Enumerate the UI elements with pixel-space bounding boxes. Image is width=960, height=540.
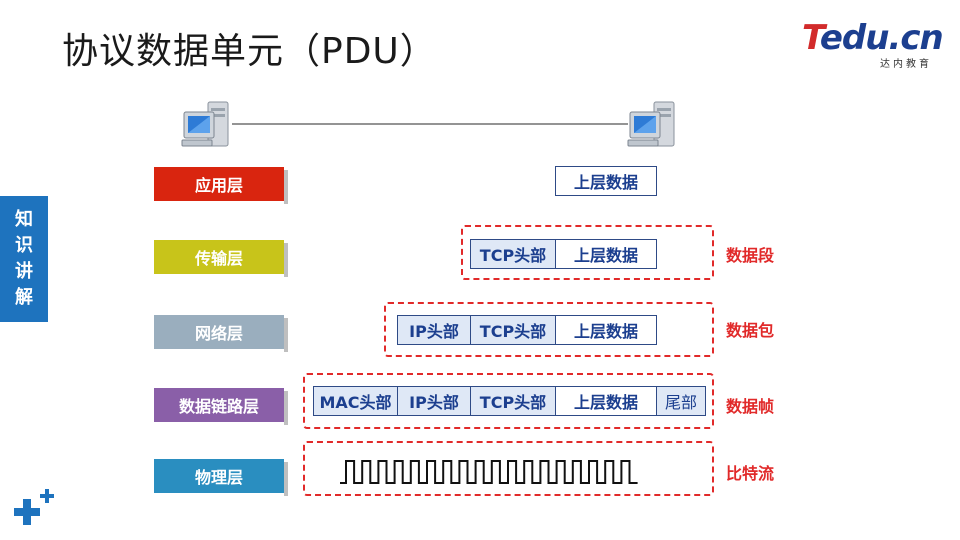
layer-datalink: 数据链路层 — [154, 384, 288, 425]
logo-wordmark: Tedu.cn — [802, 18, 944, 58]
pdu-label-frame: 数据帧 — [726, 397, 775, 416]
transport-upper-data: 上层数据 — [555, 239, 657, 269]
logo-subtitle: 达内教育 — [880, 59, 932, 70]
layer-application: 应用层 — [154, 163, 288, 204]
frame-outline — [303, 373, 714, 429]
knowledge-tab: 知 识 讲 解 — [0, 196, 48, 322]
pdu-label-segment: 数据段 — [726, 246, 775, 265]
network-upper-data: 上层数据 — [555, 315, 657, 345]
transport-tcp-header: TCP头部 — [470, 239, 556, 269]
layer-transport: 传输层 — [154, 236, 288, 277]
layer-physical: 物理层 — [154, 455, 288, 496]
pdu-label-packet: 数据包 — [726, 321, 775, 340]
tedu-logo: Tedu.cn 达内教育 — [802, 18, 944, 70]
computer-icon-right — [627, 101, 675, 147]
computer-icon-left — [181, 101, 229, 147]
square-wave-signal — [340, 460, 638, 484]
datalink-mac-header: MAC头部 — [313, 386, 398, 416]
network-ip-header: IP头部 — [397, 315, 471, 345]
page-title: 协议数据单元（PDU） — [62, 31, 437, 72]
datalink-trailer: 尾部 — [656, 386, 706, 416]
datalink-tcp-header: TCP头部 — [470, 386, 556, 416]
network-tcp-header: TCP头部 — [470, 315, 556, 345]
app-upper-data: 上层数据 — [555, 166, 657, 196]
packet-outline — [384, 302, 714, 357]
layer-network: 网络层 — [154, 311, 288, 352]
plus-decoration-icon — [14, 489, 54, 525]
datalink-ip-header: IP头部 — [397, 386, 471, 416]
bitstream-outline — [303, 441, 714, 496]
pdu-label-bitstream: 比特流 — [726, 464, 775, 483]
datalink-upper-data: 上层数据 — [555, 386, 657, 416]
segment-outline — [461, 225, 714, 280]
